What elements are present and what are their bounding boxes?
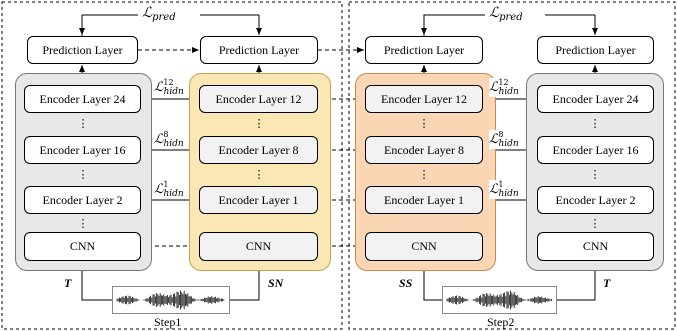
step2-student-encoder-top: Encoder Layer 12	[365, 85, 483, 113]
loss-hidn-12-step2: ℒ12hidn	[489, 78, 519, 97]
step2-label: Step2	[487, 315, 515, 329]
step1-student-encoder-low: Encoder Layer 1	[199, 186, 318, 214]
step1-student-encoder-mid: Encoder Layer 8	[199, 136, 318, 164]
step1-waveform	[112, 286, 230, 314]
step1-teacher-encoder-low: Encoder Layer 2	[24, 186, 141, 214]
loss-hidn-12-step1: ℒ12hidn	[154, 78, 184, 97]
step2-teacher-encoder-low: Encoder Layer 2	[537, 186, 654, 214]
ellipsis: ⋮	[77, 118, 89, 130]
ellipsis: ⋮	[253, 118, 265, 130]
step1-label: Step1	[154, 315, 182, 329]
step2-frame	[348, 1, 676, 330]
ellipsis: ⋮	[418, 118, 430, 130]
ellipsis: ⋮	[253, 169, 265, 181]
input-s1-teacher	[81, 262, 112, 301]
step1-student-encoder-top: Encoder Layer 12	[199, 85, 318, 113]
ellipsis: ⋮	[77, 169, 89, 181]
waveform-signal	[116, 290, 225, 310]
step2-waveform	[442, 286, 557, 314]
step2-student-encoder-mid: Encoder Layer 8	[365, 136, 483, 164]
ellipsis: ⋮	[77, 218, 89, 230]
step2-student-encoder-low: Encoder Layer 1	[365, 186, 483, 214]
step2-teacher-encoder-mid: Encoder Layer 16	[537, 136, 654, 164]
step2-student-prediction-layer: Prediction Layer	[365, 36, 483, 64]
input-s2-teacher	[557, 262, 596, 301]
loss-hidn-8-step2: ℒ8hidn	[489, 130, 519, 149]
step2-student-cnn: CNN	[365, 232, 483, 261]
pred-bracket-s1-left	[81, 14, 138, 36]
step1-student-tag: SN	[268, 276, 284, 290]
step1-teacher-encoder-mid: Encoder Layer 16	[24, 136, 141, 164]
step2-teacher-encoder-top: Encoder Layer 24	[537, 85, 654, 113]
step1-teacher-prediction-layer: Prediction Layer	[27, 36, 138, 64]
ellipsis: ⋮	[418, 169, 430, 181]
step1-student-prediction-layer: Prediction Layer	[200, 36, 318, 64]
input-s1-student	[230, 262, 260, 301]
ellipsis: ⋮	[589, 169, 601, 181]
step1-teacher-cnn: CNN	[24, 232, 141, 261]
step1-student-cnn: CNN	[199, 232, 318, 261]
loss-hidn-8-step1: ℒ8hidn	[154, 130, 184, 149]
loss-hidn-1-step1: ℒ1hidn	[154, 180, 184, 199]
step2-teacher-prediction-layer: Prediction Layer	[537, 36, 654, 64]
loss-pred-step1: ℒpred	[140, 5, 178, 23]
loss-hidn-1-step2: ℒ1hidn	[489, 180, 519, 199]
step1-frame	[1, 1, 343, 330]
loss-pred-step2: ℒpred	[487, 5, 525, 23]
step1-teacher-encoder-top: Encoder Layer 24	[24, 85, 141, 113]
ellipsis: ⋮	[589, 118, 601, 130]
ellipsis: ⋮	[589, 218, 601, 230]
step2-teacher-tag: T	[603, 276, 611, 290]
input-s2-student	[423, 262, 442, 301]
step2-student-tag: SS	[399, 276, 413, 290]
step2-teacher-cnn: CNN	[537, 232, 654, 261]
step1-teacher-tag: T	[64, 276, 72, 290]
pred-bracket-s2-left	[423, 14, 485, 36]
waveform-signal	[446, 290, 552, 310]
